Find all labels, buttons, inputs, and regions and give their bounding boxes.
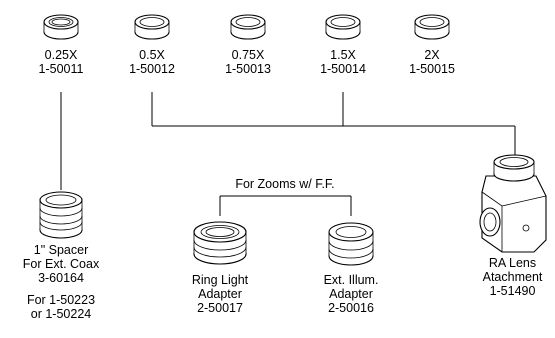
ext-illum-title: Ext. Illum. (323, 273, 379, 287)
lens-name: 0.5X (139, 48, 165, 62)
ext-illum-subtitle: Adapter (329, 287, 373, 301)
spacer-note-line2: or 1-50224 (30, 307, 92, 321)
lens-1-5x-label: 1.5X 1-50014 (313, 48, 373, 76)
ra-lens-part-number: 1-51490 (489, 284, 536, 298)
spacer-subtitle: For Ext. Coax (22, 257, 100, 271)
lens-2x-label: 2X 1-50015 (402, 48, 462, 76)
lens-0-25x-image (43, 14, 79, 40)
lens-name: 2X (424, 48, 440, 62)
ra-lens-label: RA Lens Atachment 1-51490 (475, 256, 550, 298)
lens-part-number: 1-50015 (409, 62, 455, 76)
spacer-part-number: 3-60164 (38, 271, 84, 285)
ring-light-title: Ring Light (191, 273, 249, 287)
ra-lens-subtitle: Atachment (482, 270, 543, 284)
lens-0-5x-image (134, 14, 170, 40)
ring-light-label: Ring Light Adapter 2-50017 (175, 273, 265, 315)
ra-lens-title: RA Lens (488, 256, 537, 270)
lens-0-75x-image (230, 14, 266, 40)
lens-part-number: 1-50013 (225, 62, 271, 76)
lens-name: 0.25X (44, 48, 78, 62)
ext-illum-adapter-image (328, 222, 374, 266)
lens-0-75x-label: 0.75X 1-50013 (218, 48, 278, 76)
lens-part-number: 1-50012 (129, 62, 175, 76)
zooms-group-title: For Zooms w/ F.F. (235, 177, 335, 191)
spacer-label: 1" Spacer For Ext. Coax 3-60164 For 1-50… (16, 243, 106, 321)
lens-1-5x-image (325, 14, 361, 40)
ra-lens-attachment-image (479, 154, 547, 253)
spacer-note-line1: For 1-50223 (26, 293, 96, 307)
spacer-title: 1" Spacer (33, 243, 89, 257)
ring-light-part-number: 2-50017 (197, 301, 243, 315)
connector-lines (60, 92, 516, 216)
lens-0-25x-label: 0.25X 1-50011 (31, 48, 91, 76)
lens-0-5x-label: 0.5X 1-50012 (122, 48, 182, 76)
ext-illum-part-number: 2-50016 (328, 301, 374, 315)
lens-name: 1.5X (330, 48, 356, 62)
ring-light-subtitle: Adapter (198, 287, 242, 301)
ring-light-adapter-image (193, 221, 247, 265)
lens-2x-image (414, 14, 450, 40)
ext-illum-label: Ext. Illum. Adapter 2-50016 (306, 273, 396, 315)
lens-part-number: 1-50014 (320, 62, 366, 76)
spacer-image (39, 191, 83, 239)
lens-name: 0.75X (231, 48, 265, 62)
lens-part-number: 1-50011 (38, 62, 84, 76)
